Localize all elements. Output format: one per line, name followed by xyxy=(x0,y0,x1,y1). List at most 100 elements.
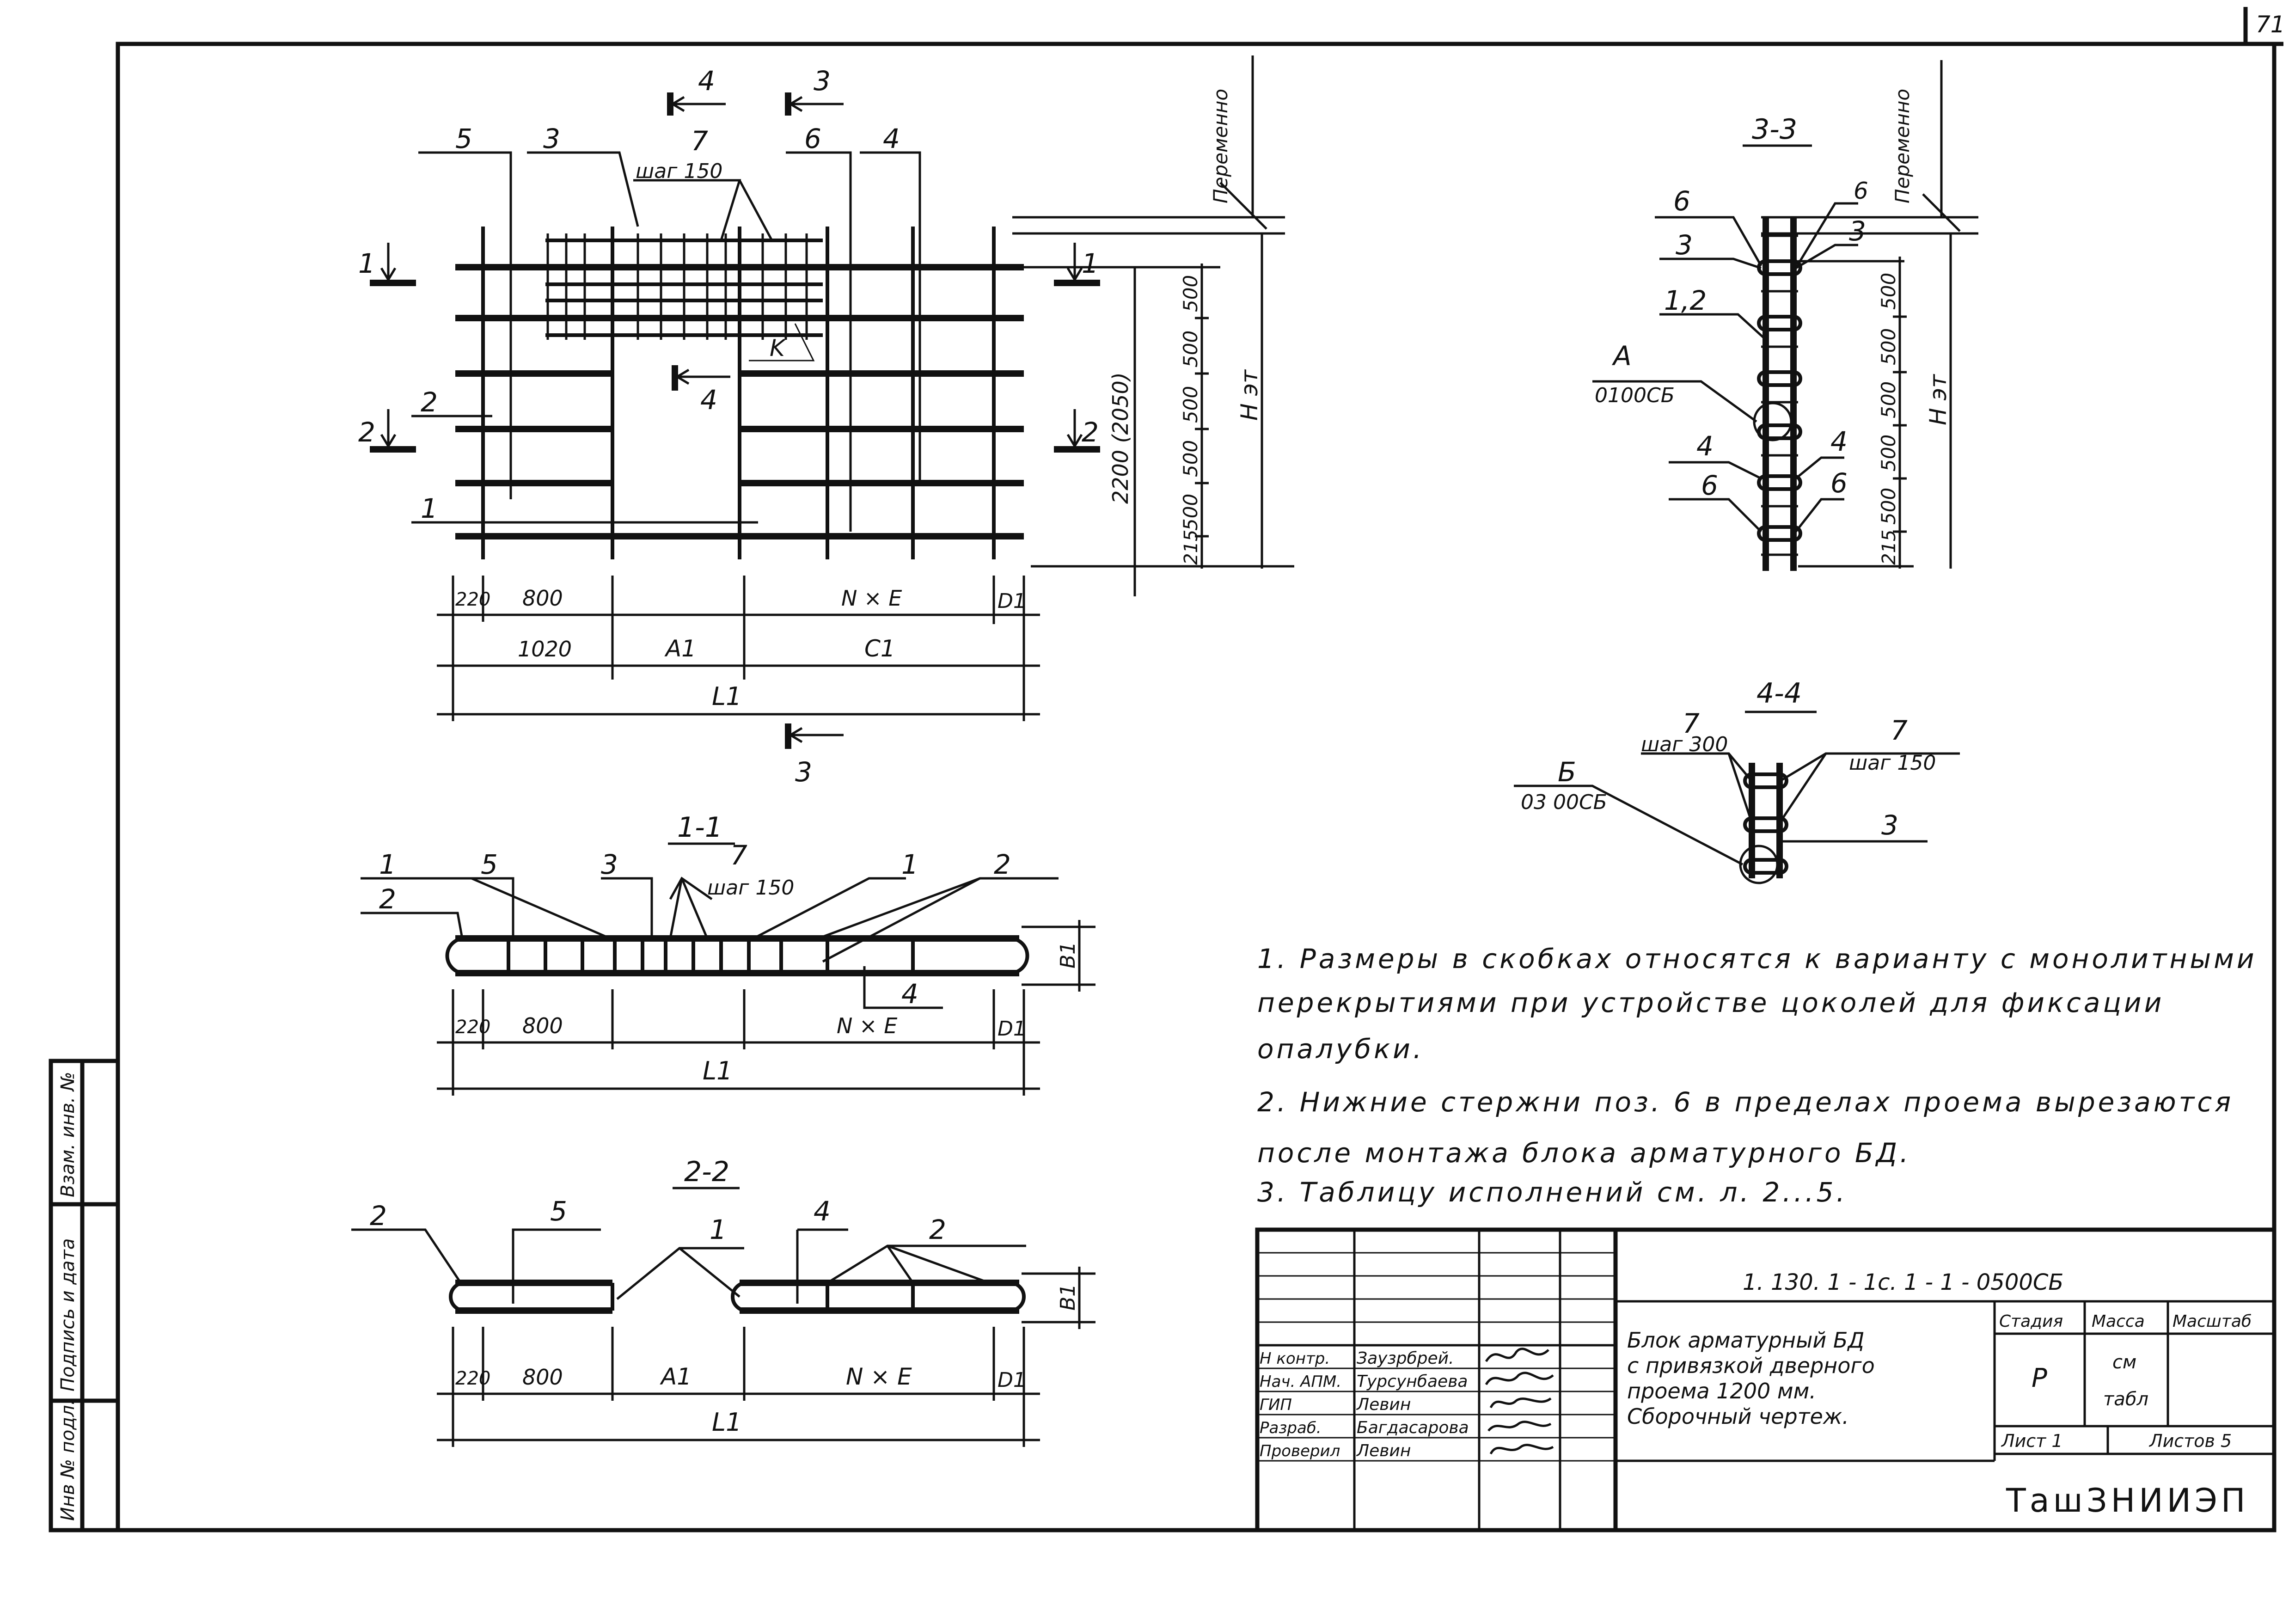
sec33-vdim-3: 500 xyxy=(1877,435,1900,472)
plan-view: 5 3 7 шаг 150 6 4 2 1 K xyxy=(358,55,1294,788)
plan-lintel-mesh xyxy=(545,233,823,340)
note-1-line-3: опалубки. xyxy=(1257,1033,1425,1065)
sec22-dim-l1: L1 xyxy=(712,1408,741,1437)
plan-dim-d1: D1 xyxy=(998,589,1026,613)
plan-step-label: шаг 150 xyxy=(636,159,722,183)
plan-section-3-top: 3 xyxy=(814,65,831,97)
plan-section-2-left: 2 xyxy=(358,417,375,448)
sec33-callout-4a: 4 xyxy=(1696,430,1714,462)
sec33-callout-12: 1,2 xyxy=(1664,285,1707,316)
mass-label: Масса xyxy=(2092,1312,2145,1331)
plan-section-1-left: 1 xyxy=(358,248,375,279)
mass-value-1: см xyxy=(2112,1352,2136,1373)
plan-leaders xyxy=(411,151,921,532)
title-block: 1. 130. 1 - 1с. 1 - 1 - 0500СБ Блок арма… xyxy=(1255,1227,2277,1532)
note-1-line-1: 1. Размеры в скобках относятся к вариант… xyxy=(1257,943,2257,974)
sec33-vdim-0: 500 xyxy=(1877,273,1900,310)
role-1: Нач. АПМ. xyxy=(1260,1373,1341,1391)
plan-section-2-right: 2 xyxy=(1082,417,1099,448)
sec11-callout-5: 5 xyxy=(481,849,498,880)
stamp-inv-original: Инв № подл. xyxy=(57,1399,79,1521)
sec33-ties xyxy=(1753,234,1802,556)
plan-dim-nxe: N × E xyxy=(841,586,902,611)
plan-callout-3: 3 xyxy=(543,123,560,154)
section-4-4-title: 4-4 xyxy=(1756,677,1802,710)
plan-vertical-dims xyxy=(1012,55,1294,596)
name-2: Левин xyxy=(1356,1395,1411,1414)
sec11-callout-1a: 1 xyxy=(379,849,396,880)
plan-vdim-3: 500 xyxy=(1179,440,1202,477)
org-name: ТашЗНИИЭП xyxy=(2006,1482,2249,1520)
sec11-dim-l1: L1 xyxy=(703,1056,732,1085)
sec11-dim-220: 220 xyxy=(455,1017,490,1038)
mass-value-2: табл xyxy=(2103,1389,2148,1410)
sec44-node-ref: 03 00СБ xyxy=(1521,791,1607,814)
sec11-callout-7: 7 xyxy=(730,840,747,871)
role-0: Н контр. xyxy=(1260,1349,1330,1368)
sec11-callout-2a: 2 xyxy=(379,883,396,915)
sec44-callout-3: 3 xyxy=(1881,809,1898,841)
sec22-callout-2b: 2 xyxy=(929,1214,946,1245)
sec33-vdim-5: 215 xyxy=(1879,530,1900,565)
sec22-dim-nxe: N × E xyxy=(846,1363,912,1390)
role-2: ГИП xyxy=(1260,1396,1292,1414)
section-2-2-title: 2-2 xyxy=(684,1156,729,1188)
role-3: Разраб. xyxy=(1260,1419,1322,1437)
plan-callout-7: 7 xyxy=(691,125,708,157)
plan-vdim-0: 500 xyxy=(1179,275,1202,312)
sec33-vdim-4: 500 xyxy=(1877,488,1900,525)
sec22-dim-800: 800 xyxy=(522,1365,563,1390)
sec33-callout-6c: 6 xyxy=(1701,470,1718,501)
note-2-line-1: 2. Нижние стержни поз. 6 в пределах прое… xyxy=(1257,1086,2234,1118)
plan-dim-800: 800 xyxy=(522,586,563,611)
sec11-dim-b1: B1 xyxy=(1056,942,1080,968)
sec11-step: шаг 150 xyxy=(707,876,794,900)
sec22-leaders xyxy=(351,1228,1095,1447)
sec22-callout-4: 4 xyxy=(814,1195,831,1227)
plan-vertical-rebars xyxy=(481,227,996,559)
sec22-dim-a1: A1 xyxy=(660,1363,692,1390)
sec11-callout-3: 3 xyxy=(601,849,618,880)
plan-dim-l1: L1 xyxy=(712,682,741,711)
plan-callout-4: 4 xyxy=(883,123,900,154)
doc-title-line-1: Блок арматурный БД xyxy=(1627,1328,1864,1353)
plan-vdim-5: 215 xyxy=(1181,530,1202,565)
doc-title-line-2: с привязкой дверного xyxy=(1627,1353,1875,1378)
sec33-callout-a: A xyxy=(1611,340,1632,372)
plan-vdim-1: 500 xyxy=(1179,331,1202,368)
sec33-callout-6b: 6 xyxy=(1854,178,1868,204)
plan-height-floor: H эт xyxy=(1236,369,1263,421)
plan-section-1-right: 1 xyxy=(1082,248,1099,279)
section-3-3: 3-3 xyxy=(1592,60,1978,571)
sec11-leaders xyxy=(361,876,1095,1096)
stamp-replacement-inv: Взам. инв. № xyxy=(57,1072,79,1197)
sec33-callout-3a: 3 xyxy=(1676,229,1693,261)
sec11-dim-nxe: N × E xyxy=(837,1013,897,1038)
doc-title-line-4: Сборочный чертеж. xyxy=(1627,1404,1849,1429)
plan-section-3-bottom: 3 xyxy=(795,756,812,788)
sec33-vdim-1: 500 xyxy=(1877,328,1900,365)
sec33-callout-3b: 3 xyxy=(1849,215,1866,247)
sec44-step-right: шаг 150 xyxy=(1849,751,1936,775)
sec22-callout-5: 5 xyxy=(550,1195,567,1227)
stage-value: Р xyxy=(2032,1363,2047,1393)
plan-vdim-2: 500 xyxy=(1179,386,1202,423)
sec33-callout-6a: 6 xyxy=(1673,185,1690,217)
sec44-step-left: шаг 300 xyxy=(1641,733,1728,756)
sec11-callout-1b: 1 xyxy=(901,849,918,880)
sec22-dim-220: 220 xyxy=(455,1368,490,1389)
stage-label: Стадия xyxy=(1999,1312,2063,1331)
name-3: Багдасарова xyxy=(1357,1418,1469,1437)
section-4-4: 4-4 7 шаг 300 7 шаг 150 Б 03 00СБ 3 xyxy=(1514,677,1960,884)
sec11-callout-2b: 2 xyxy=(994,849,1011,880)
sec33-callout-4b: 4 xyxy=(1830,426,1848,457)
note-1-line-2: перекрытиями при устройстве цоколей для … xyxy=(1257,987,2165,1018)
sec22-callout-2a: 2 xyxy=(370,1200,387,1232)
sheet-label: Лист 1 xyxy=(2001,1431,2063,1451)
sec44-callout-b: Б xyxy=(1558,756,1576,788)
sec33-leaders xyxy=(1595,60,1978,569)
section-1-1-title: 1-1 xyxy=(677,811,722,844)
page-number: 71 xyxy=(2256,11,2285,38)
doc-title-line-3: проема 1200 мм. xyxy=(1627,1379,1816,1403)
